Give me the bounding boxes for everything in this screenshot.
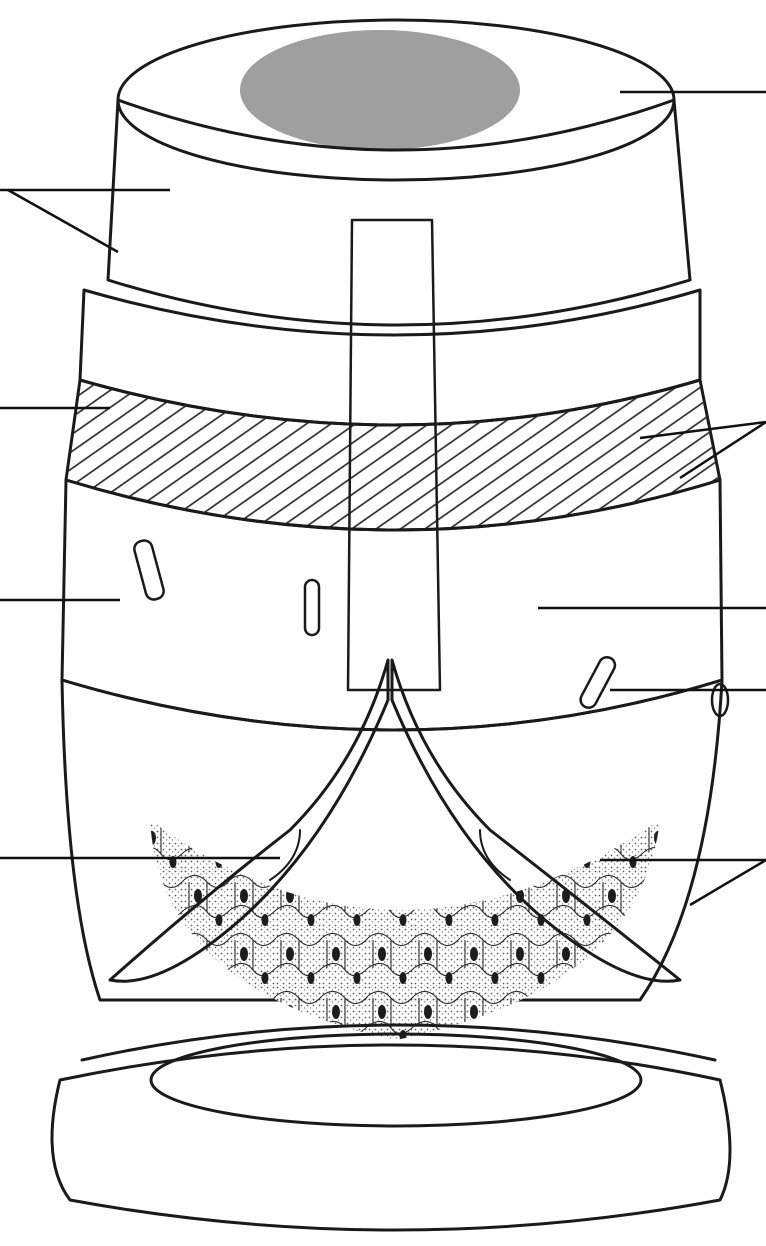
lower-lumen-opening	[151, 1034, 641, 1126]
vessel-body	[52, 20, 730, 1230]
leader-line-9b	[690, 860, 766, 905]
leader-line-2b	[8, 190, 118, 252]
